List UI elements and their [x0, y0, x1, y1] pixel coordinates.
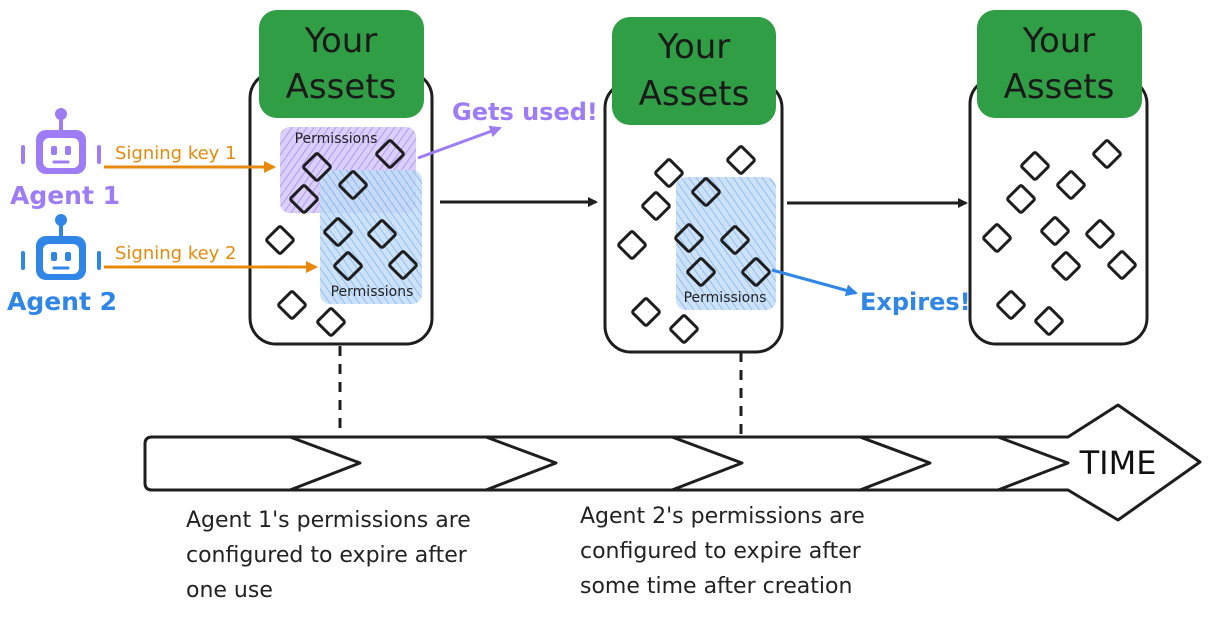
asset-token [669, 314, 699, 344]
asset-tokens-1 [265, 139, 418, 337]
permissions-label-agent2: Permissions [331, 284, 414, 300]
asset-header-2-line2: Assets [639, 74, 750, 114]
asset-token [265, 225, 295, 255]
asset-token [302, 152, 332, 182]
agent1-caption-line: one use [186, 578, 273, 603]
asset-token [726, 145, 756, 175]
asset-token [338, 170, 368, 200]
asset-token [289, 184, 319, 214]
agent1-caption: Agent 1's permissions are configured to … [186, 503, 471, 608]
agent2-caption-line: Agent 2's permissions are [580, 504, 865, 529]
gets-used-arrow [417, 125, 502, 160]
timeline: TIME [143, 403, 1202, 522]
asset-header-2-line1: Your [657, 27, 731, 67]
timeline-label: TIME [1079, 444, 1157, 482]
agent1-caption-line: Agent 1's permissions are [186, 508, 471, 533]
asset-token [1107, 250, 1137, 280]
asset-token [674, 223, 704, 253]
asset-token [1051, 251, 1081, 281]
asset-tokens-2 [617, 145, 771, 344]
agent2-caption: Agent 2's permissions are configured to … [580, 499, 865, 604]
timeline-chevrons [289, 435, 1070, 492]
asset-token [375, 139, 405, 169]
asset-token [1020, 151, 1050, 181]
agent1-caption-line: configured to expire after [186, 543, 467, 568]
asset-header-3-line2: Assets [1004, 67, 1115, 107]
asset-header-3-line1: Your [1022, 21, 1096, 61]
asset-token [686, 257, 716, 287]
timeline-bar [143, 403, 1202, 522]
permissions-label-agent1: Permissions [295, 131, 378, 147]
asset-token [333, 251, 363, 281]
agent-2: Agent 2 Signing key 2 [7, 214, 318, 316]
agent-1-name: Agent 1 [10, 181, 120, 210]
asset-token [1006, 184, 1036, 214]
asset-token [316, 307, 346, 337]
asset-token [617, 230, 647, 260]
asset-header-2 [612, 17, 776, 125]
permissions-label-agent2-active: Permissions [684, 290, 767, 306]
asset-token [1040, 216, 1070, 246]
asset-token [996, 290, 1026, 320]
asset-token [631, 297, 661, 327]
asset-token [323, 217, 353, 247]
signing-key-2-label: Signing key 2 [115, 243, 237, 264]
asset-tokens-3 [982, 139, 1137, 336]
asset-token [1056, 170, 1086, 200]
asset-token [388, 250, 418, 280]
asset-token [654, 158, 684, 188]
asset-token [1085, 219, 1115, 249]
asset-token [367, 219, 397, 249]
asset-token [720, 225, 750, 255]
asset-header-1-line2: Assets [286, 67, 397, 107]
asset-token [641, 191, 671, 221]
robot-icon-agent2 [21, 214, 101, 280]
asset-token [691, 177, 721, 207]
asset-header-1 [259, 10, 424, 118]
expires-arrow [771, 268, 858, 297]
asset-token [277, 290, 307, 320]
asset-token [1034, 306, 1064, 336]
asset-container-1: Your Assets Permissions Permissions [248, 10, 434, 346]
robot-icon-agent1 [21, 108, 101, 174]
asset-container-3: Your Assets [968, 10, 1149, 346]
asset-container-2: Your Assets Permissions [603, 17, 784, 354]
asset-token [1092, 139, 1122, 169]
gets-used-callout: Gets used! [452, 98, 598, 126]
expires-callout: Expires! [860, 288, 971, 316]
asset-token [741, 257, 771, 287]
agent-1: Agent 1 Signing key 1 [10, 108, 276, 210]
signing-key-1-label: Signing key 1 [115, 143, 237, 164]
agent2-caption-line: configured to expire after [580, 539, 861, 564]
asset-header-1-line1: Your [304, 21, 378, 61]
agent2-caption-line: some time after creation [580, 574, 853, 599]
asset-token [982, 223, 1012, 253]
asset-header-3 [977, 10, 1142, 118]
agent-2-name: Agent 2 [7, 287, 117, 316]
